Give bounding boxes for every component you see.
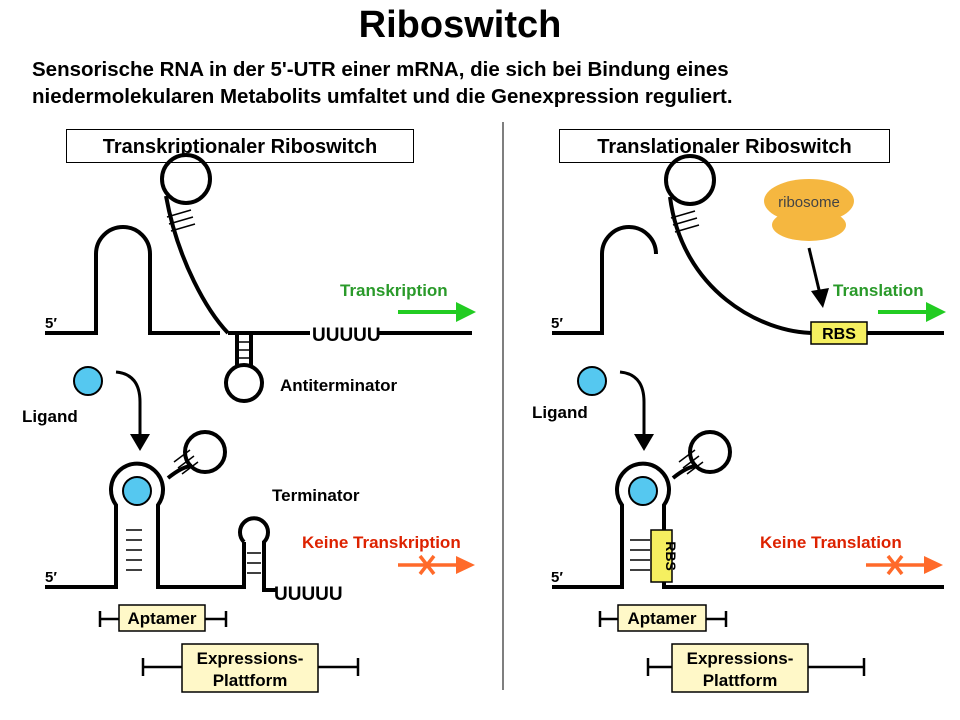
left-bottom-rna	[45, 430, 276, 592]
right-platform-line1: Expressions-	[687, 649, 794, 668]
page-subtitle: Sensorische RNA in der 5'-UTR einer mRNA…	[32, 56, 932, 110]
left-bottom-basepairs	[126, 449, 261, 574]
right-bound-ligand-icon	[628, 476, 658, 506]
right-panel-heading: Translationaler Riboswitch	[559, 129, 890, 163]
ribosome-label: ribosome	[778, 194, 840, 211]
left-platform-box	[181, 643, 319, 693]
left-top-basepairs	[166, 209, 249, 359]
right-platform-line2: Plattform	[703, 671, 778, 690]
right-bottom-rna	[552, 430, 944, 589]
terminator-label: Terminator	[272, 486, 360, 505]
right-ligand-arrowhead	[634, 434, 654, 451]
left-platform-line1: Expressions-	[197, 649, 304, 668]
right-top-basepairs	[670, 210, 700, 233]
subtitle-line-2: niedermolekularen Metabolits umfaltet un…	[32, 85, 733, 108]
left-five-prime-bottom: 5′	[45, 569, 57, 586]
right-bottom-basepairs	[630, 449, 704, 571]
page-title: Riboswitch	[358, 4, 562, 46]
right-inactive-label: Keine Translation	[760, 533, 902, 552]
left-ligand-icon	[73, 366, 103, 396]
left-aptamer-label: Aptamer	[128, 609, 197, 628]
ribosome-arrowhead	[811, 288, 829, 308]
left-inactive-label: Keine Transkription	[302, 533, 461, 552]
subtitle-line-1: Sensorische RNA in der 5'-UTR einer mRNA…	[32, 58, 729, 81]
left-top-rna	[45, 153, 472, 403]
right-active-arrow	[878, 302, 946, 322]
right-rbs-label: RBS	[822, 326, 856, 343]
right-ligand-label: Ligand	[532, 403, 588, 422]
right-aptamer-label: Aptamer	[628, 609, 697, 628]
left-five-prime-top: 5′	[45, 315, 57, 332]
right-ligand-arrow-shaft	[619, 370, 646, 440]
left-ligand-arrowhead	[130, 434, 150, 451]
right-rbs-box	[810, 321, 868, 345]
right-bottom-rbs-label: RBS	[663, 541, 679, 571]
right-five-prime-top: 5′	[551, 315, 563, 332]
left-uuuuu-top: UUUUU	[312, 325, 381, 346]
left-blocked-arrow	[398, 554, 475, 576]
ribosome-arrow-shaft	[807, 247, 822, 295]
left-platform-line2: Plattform	[213, 671, 288, 690]
left-active-arrow	[398, 302, 476, 322]
left-uuuuu-bottom: UUUUU	[274, 584, 343, 605]
ribosome-icon	[764, 179, 854, 241]
left-bound-ligand-icon	[122, 476, 152, 506]
left-active-label: Transkription	[340, 281, 448, 300]
right-aptamer-box	[617, 604, 707, 632]
right-top-rna	[552, 154, 944, 335]
left-aptamer-box	[118, 604, 206, 632]
right-blocked-arrow	[866, 554, 943, 576]
right-active-label: Translation	[833, 281, 924, 300]
right-five-prime-bottom: 5′	[551, 569, 563, 586]
right-platform-box	[671, 643, 809, 693]
antiterminator-label: Antiterminator	[280, 376, 398, 395]
right-ligand-icon	[577, 366, 607, 396]
left-panel-heading: Transkriptionaler Riboswitch	[66, 129, 414, 163]
right-bottom-rbs-box	[650, 529, 673, 583]
left-ligand-label: Ligand	[22, 407, 78, 426]
left-ligand-arrow-shaft	[115, 370, 142, 440]
